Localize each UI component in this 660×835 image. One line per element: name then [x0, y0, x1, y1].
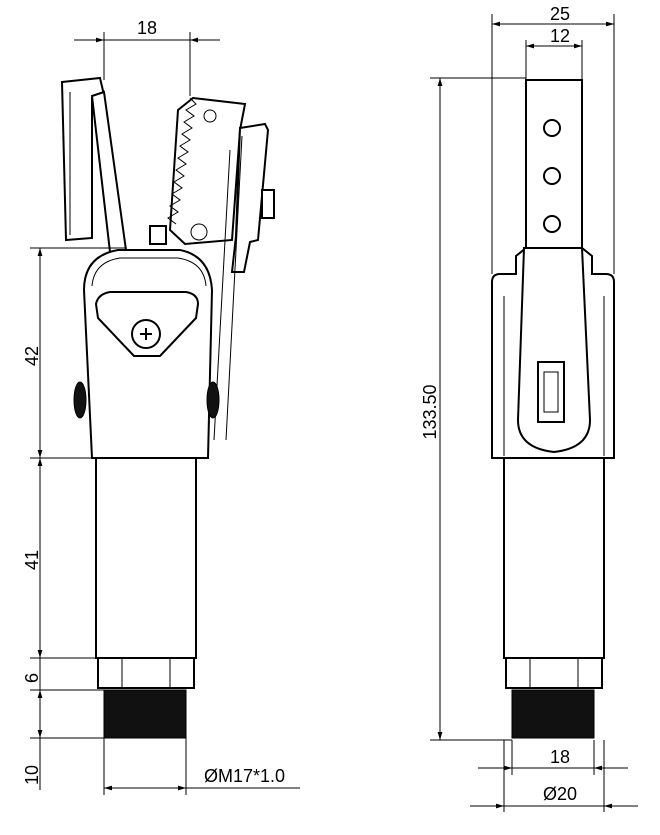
dim-side-nut-height: 6 — [22, 673, 42, 683]
dim-front-nut-width: 18 — [550, 747, 570, 767]
side-cover-plate — [94, 291, 200, 357]
front-lever — [516, 247, 592, 454]
front-thread — [511, 689, 595, 739]
front-tube — [503, 457, 605, 659]
front-view: 25 12 133.50 18 Ø20 — [420, 4, 638, 812]
front-hole-2 — [543, 167, 561, 185]
side-knob-left — [73, 381, 87, 419]
dim-side-tube-height: 41 — [22, 550, 42, 570]
dim-side-thread-label: ØM17*1.0 — [204, 766, 285, 786]
front-hole-3 — [543, 215, 561, 233]
side-knob-right — [206, 381, 220, 419]
dim-side-thread-height: 10 — [22, 765, 42, 785]
front-nut — [505, 657, 603, 689]
side-pin-top — [203, 109, 217, 123]
side-nut — [97, 657, 195, 689]
dim-side-top-width: 18 — [137, 18, 157, 38]
dim-side-body-height: 42 — [22, 346, 42, 366]
side-serrated-plate — [168, 96, 247, 246]
side-view: 18 42 41 6 10 ØM17*1.0 — [22, 18, 300, 795]
side-tube — [95, 457, 197, 659]
dim-front-top-width: 25 — [550, 4, 570, 24]
dim-front-inner-width: 12 — [550, 26, 570, 46]
side-screw-head — [131, 319, 161, 349]
front-upright-bar — [525, 79, 583, 251]
side-rear-tab — [261, 189, 275, 219]
side-pin-bottom — [190, 223, 208, 241]
front-roller — [537, 361, 565, 423]
side-serration — [167, 97, 197, 225]
dim-front-tube-diameter: Ø20 — [543, 784, 577, 804]
dim-front-total-height: 133.50 — [420, 384, 440, 439]
side-lever-tab — [149, 225, 167, 245]
side-jaw-arm — [90, 90, 128, 254]
side-thread — [103, 689, 187, 739]
front-hole-1 — [543, 119, 561, 137]
